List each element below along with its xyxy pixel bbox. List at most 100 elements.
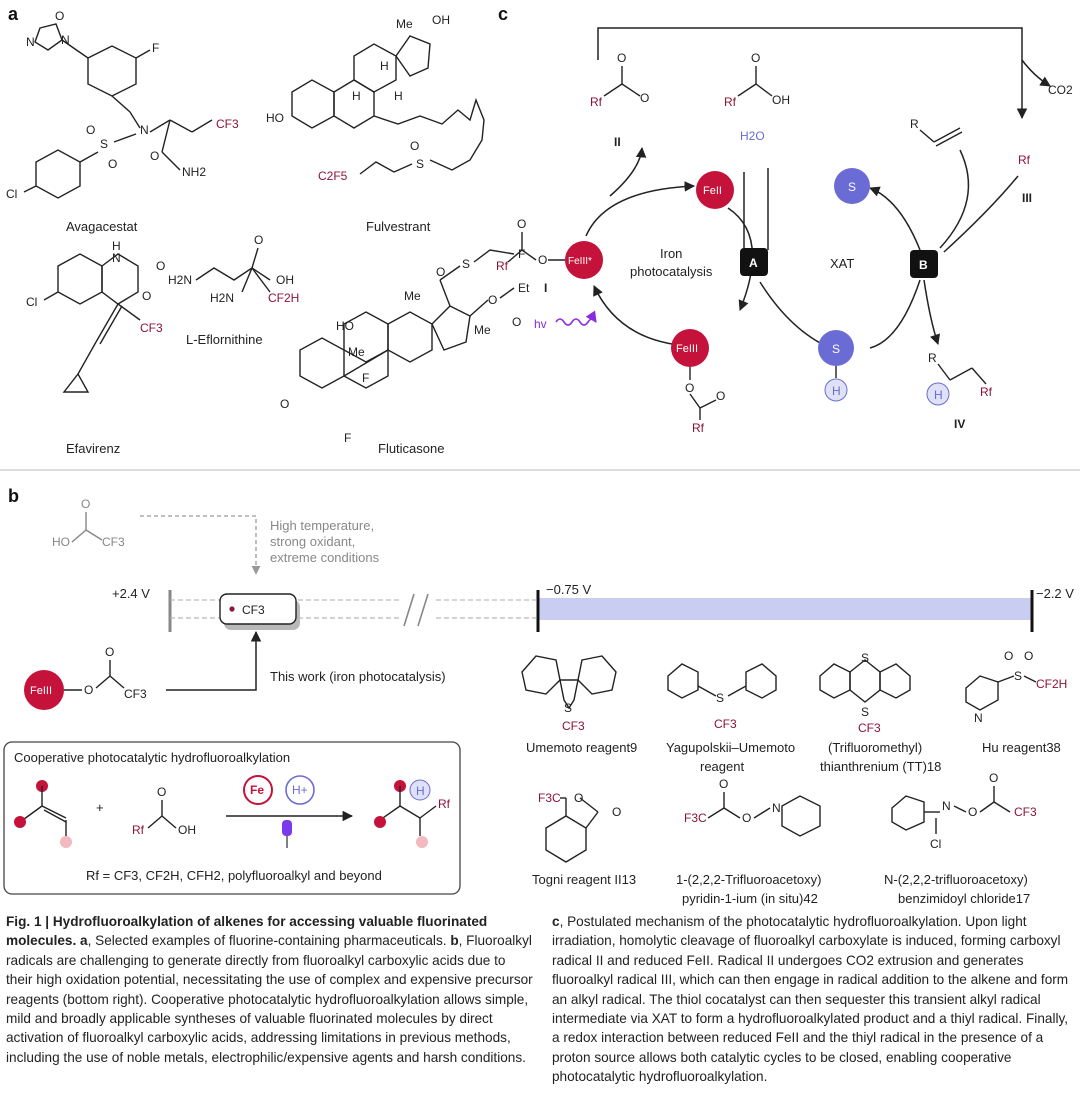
svg-text:Cl: Cl bbox=[26, 295, 37, 309]
svg-text:N: N bbox=[112, 251, 121, 265]
svg-text:OH: OH bbox=[178, 823, 196, 837]
reagent-tt: S S CF3 (Trifluoromethyl) thianthrenium … bbox=[819, 651, 941, 774]
svg-text:O: O bbox=[742, 811, 751, 825]
caption-b-text: , Fluoroalkyl radicals are challenging t… bbox=[6, 933, 533, 1065]
svg-text:N: N bbox=[140, 123, 149, 137]
reagent-name-yagupolskii-2: reagent bbox=[700, 759, 744, 774]
reagent-name-benzimidoyl-2: benzimidoyl chloride17 bbox=[898, 891, 1030, 906]
co2-loop-arrow bbox=[597, 27, 1028, 120]
svg-text:H2N: H2N bbox=[168, 273, 192, 287]
caption-c-text: , Postulated mechanism of the photocatal… bbox=[552, 914, 1069, 1085]
svg-text:H: H bbox=[394, 89, 403, 103]
svg-text:S: S bbox=[861, 651, 869, 665]
fe-iii-node bbox=[671, 329, 709, 367]
svg-text:F: F bbox=[152, 41, 159, 55]
reagent-name-benzimidoyl-1: N-(2,2,2-trifluoroacetoxy) bbox=[884, 872, 1028, 887]
species-III-label: III bbox=[1022, 191, 1032, 205]
svg-text:Rf: Rf bbox=[438, 797, 451, 811]
reagent-name-yagupolskii-1: Yagupolskii–Umemoto bbox=[666, 740, 795, 755]
cooperative-box bbox=[3, 741, 461, 895]
figure: a O N N F N S O O Cl CF3 bbox=[0, 4, 1080, 906]
rf-definition: Rf = CF3, CF2H, CFH2, polyfluoroalkyl an… bbox=[86, 868, 382, 883]
svg-text:C2F5: C2F5 bbox=[318, 169, 348, 183]
svg-text:O: O bbox=[142, 289, 151, 303]
svg-text:O: O bbox=[751, 51, 760, 65]
species-IV: R H Rf IV bbox=[926, 351, 993, 431]
svg-text:Rf: Rf bbox=[692, 421, 705, 435]
alkene: R bbox=[910, 117, 963, 147]
species-II: O Rf O II bbox=[590, 51, 649, 149]
drug-name-fluticasone: Fluticasone bbox=[378, 441, 444, 456]
svg-text:O: O bbox=[157, 785, 166, 799]
svg-text:N: N bbox=[942, 799, 951, 813]
species-III-rf: Rf bbox=[1018, 153, 1031, 167]
caption-b-letter: b bbox=[450, 933, 459, 949]
svg-text:H2N: H2N bbox=[210, 291, 234, 305]
svg-text:CF3: CF3 bbox=[216, 117, 239, 131]
svg-text:O: O bbox=[538, 253, 547, 267]
svg-text:CF3: CF3 bbox=[140, 321, 163, 335]
svg-text:N: N bbox=[974, 711, 983, 725]
coop-fe-label: Fe bbox=[250, 783, 264, 797]
caption-c-letter: c bbox=[552, 914, 560, 929]
svg-text:O: O bbox=[254, 233, 263, 247]
svg-text:Me: Me bbox=[396, 17, 413, 31]
svg-text:Cl: Cl bbox=[930, 837, 941, 851]
svg-text:N: N bbox=[26, 35, 35, 49]
svg-text:HO: HO bbox=[52, 535, 70, 549]
iron-photocatalysis-line1: Iron bbox=[660, 246, 682, 261]
svg-text:O: O bbox=[156, 259, 165, 273]
svg-text:H: H bbox=[832, 384, 841, 398]
svg-text:B: B bbox=[919, 258, 928, 272]
svg-text:F: F bbox=[344, 431, 351, 445]
svg-text:Rf: Rf bbox=[132, 823, 145, 837]
coop-h-label: H+ bbox=[292, 783, 308, 797]
svg-text:O: O bbox=[968, 805, 977, 819]
svg-text:F3C: F3C bbox=[538, 791, 561, 805]
svg-text:F: F bbox=[362, 371, 369, 385]
svg-text:O: O bbox=[716, 389, 725, 403]
svg-text:F3C: F3C bbox=[684, 811, 707, 825]
svg-text:HO: HO bbox=[266, 111, 284, 125]
panel-a: a O N N F N S O O Cl CF3 bbox=[6, 4, 530, 456]
svg-text:O: O bbox=[517, 217, 526, 231]
species-I-label: I bbox=[544, 281, 547, 295]
svg-text:IV: IV bbox=[954, 417, 965, 431]
svg-text:Et: Et bbox=[518, 281, 530, 295]
svg-text:O: O bbox=[280, 397, 289, 411]
structure-fluticasone: O HO Me Me F F Me O S F O Et O Fluticaso… bbox=[280, 247, 530, 456]
svg-text:CF3: CF3 bbox=[858, 721, 881, 735]
svg-text:O: O bbox=[436, 265, 445, 279]
svg-text:A: A bbox=[749, 256, 758, 270]
plus-sign: + bbox=[96, 800, 104, 815]
svg-text:Cl: Cl bbox=[6, 187, 17, 201]
potential-mid: −0.75 V bbox=[546, 582, 592, 597]
node-a bbox=[740, 248, 768, 276]
caption-fig-label: Fig. 1 | bbox=[6, 914, 50, 929]
svg-text:S: S bbox=[861, 705, 869, 719]
svg-text:O: O bbox=[488, 293, 497, 307]
svg-text:O: O bbox=[719, 777, 728, 791]
svg-text:CF3: CF3 bbox=[714, 717, 737, 731]
svg-text:O: O bbox=[105, 645, 114, 659]
svg-text:II: II bbox=[614, 135, 621, 149]
svg-text:N: N bbox=[772, 801, 781, 815]
reagent-umemoto: S CF3 Umemoto reagent9 bbox=[521, 655, 637, 755]
node-b bbox=[910, 250, 938, 278]
panel-c: c CO2 O Rf O II O Rf OH H2O R bbox=[496, 4, 1073, 435]
svg-text:F: F bbox=[518, 247, 525, 261]
fe-iii-excited-node bbox=[565, 241, 603, 279]
svg-text:Rf: Rf bbox=[590, 95, 603, 109]
conditions-line2: strong oxidant, bbox=[270, 534, 355, 549]
caption-fig-title: Hydrofluoroalkylation of alkenes for acc… bbox=[6, 914, 488, 949]
svg-text:OH: OH bbox=[772, 93, 790, 107]
reagent-name-umemoto: Umemoto reagent9 bbox=[526, 740, 637, 755]
svg-text:S: S bbox=[564, 701, 572, 715]
thiyl-radical-node bbox=[834, 168, 870, 204]
caption-right: c, Postulated mechanism of the photocata… bbox=[552, 912, 1076, 1087]
svg-text:Me: Me bbox=[474, 323, 491, 337]
svg-text:O: O bbox=[86, 123, 95, 137]
svg-text:OH: OH bbox=[276, 273, 294, 287]
svg-text:O: O bbox=[84, 683, 93, 697]
reagent-benzimidoyl: N Cl O O CF3 N-(2,2,2-trifluoroacetoxy) … bbox=[884, 771, 1037, 906]
